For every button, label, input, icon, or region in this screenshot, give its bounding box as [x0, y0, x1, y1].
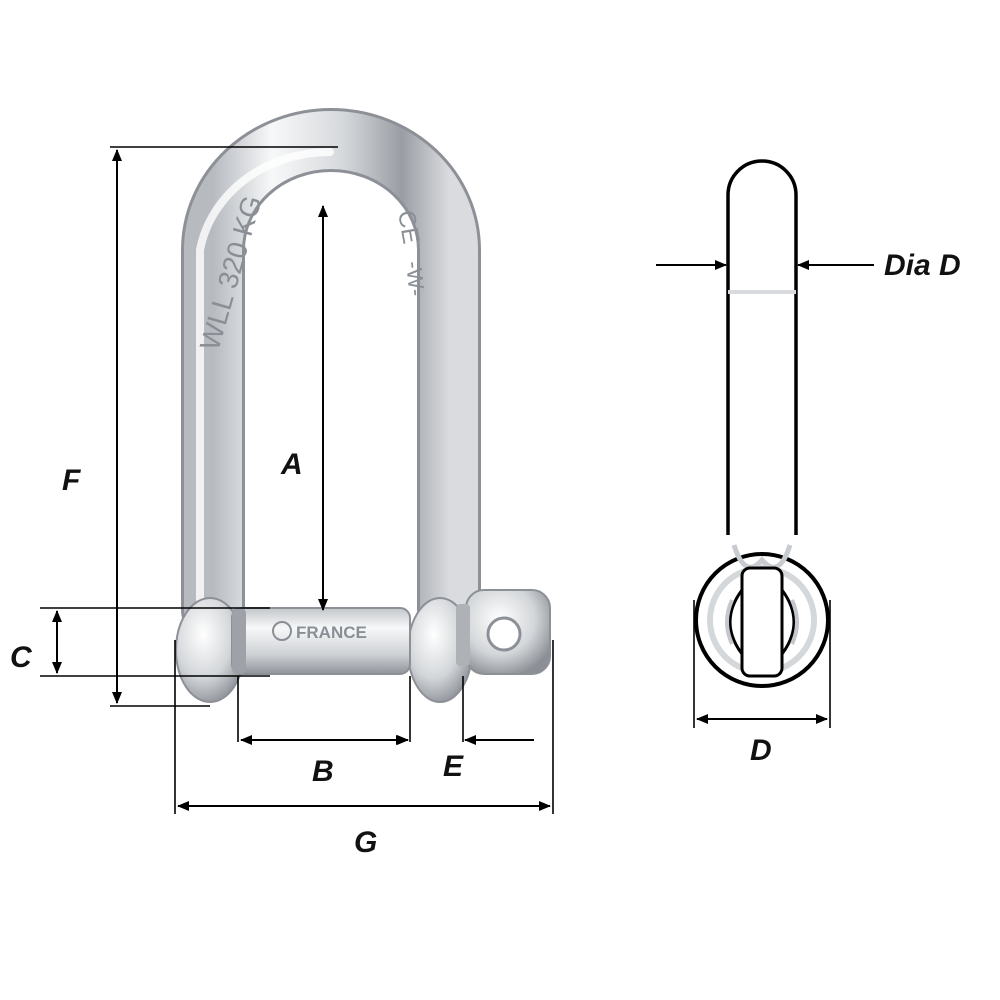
label-D: D: [750, 734, 772, 767]
label-G: G: [354, 826, 377, 859]
label-F: F: [62, 464, 81, 497]
label-A: A: [280, 448, 303, 481]
dimension-lines-left: [40, 146, 554, 814]
side-view-bar: [726, 159, 798, 535]
label-E: E: [443, 750, 464, 783]
pin-text: FRANCE: [296, 623, 367, 642]
shackle-illustration: FRANCE WLL 320 KG CE -W-: [175, 108, 551, 703]
pin-logo-icon: [272, 621, 292, 641]
side-view-pin-head: [740, 566, 784, 678]
side-view-drawing: [694, 159, 830, 688]
label-C: C: [10, 641, 33, 674]
maker-marking: -W-: [401, 260, 430, 297]
pin-head-hole: [486, 616, 522, 652]
dimension-lines-right: [656, 260, 874, 728]
ce-marking: CE: [392, 208, 424, 246]
label-dia-d: Dia D: [884, 249, 961, 282]
label-B: B: [312, 755, 334, 788]
